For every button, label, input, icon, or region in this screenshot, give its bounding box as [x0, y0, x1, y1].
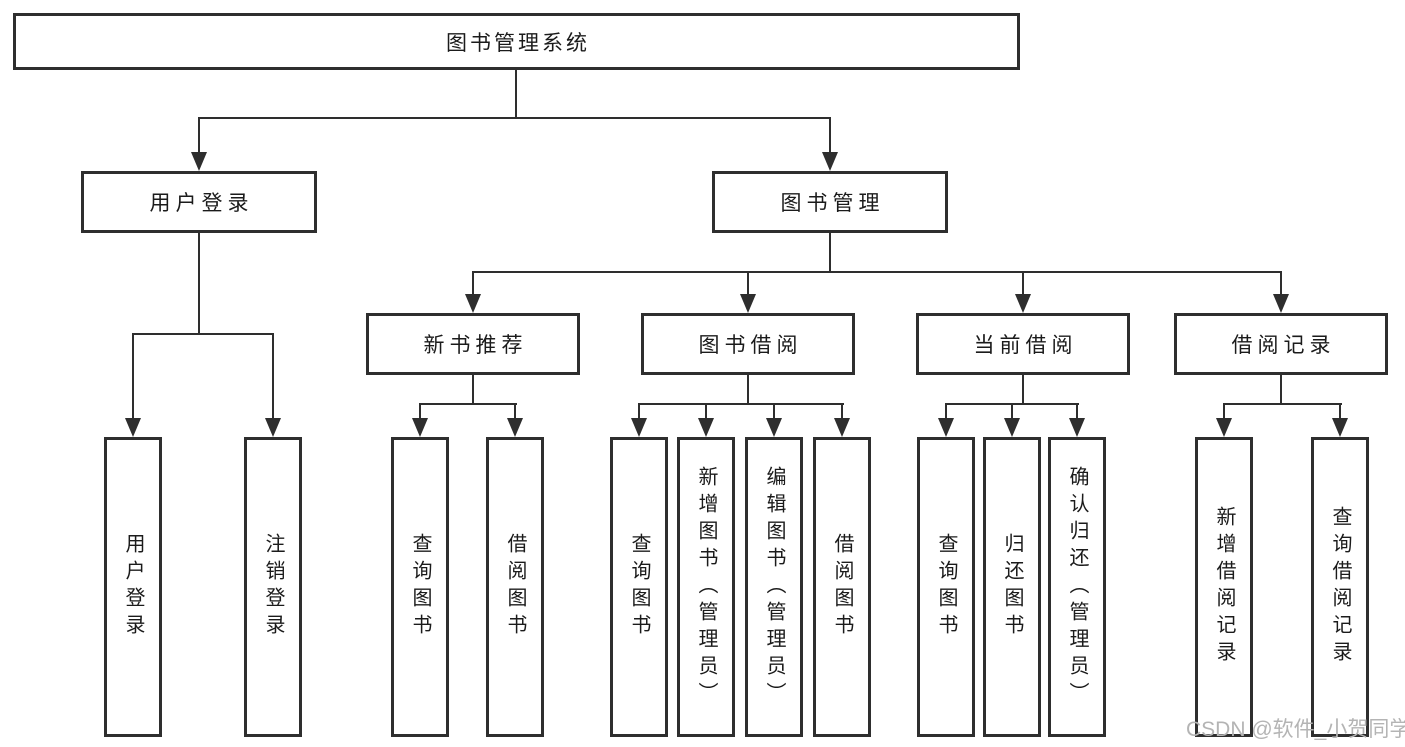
leaf-return-book: 归还图书: [983, 437, 1041, 737]
leaf-query-books-borrow: 查询图书: [610, 437, 668, 737]
connector-line: [132, 333, 274, 335]
leaf-borrow-books-recommend: 借阅图书: [486, 437, 544, 737]
arrow-down-icon: [125, 418, 141, 437]
connector-line: [198, 117, 200, 153]
connector-line: [1011, 403, 1013, 419]
arrow-down-icon: [465, 294, 481, 313]
connector-line: [472, 375, 474, 405]
arrow-down-icon: [1216, 418, 1232, 437]
connector-line: [1339, 403, 1341, 419]
leaf-borrow-books-borrow: 借阅图书: [813, 437, 871, 737]
connector-line: [1223, 403, 1342, 405]
connector-line: [945, 403, 947, 419]
arrow-down-icon: [740, 294, 756, 313]
leaf-confirm-return-admin: 确认归还（管理员）: [1048, 437, 1106, 737]
connector-line: [1280, 375, 1282, 405]
connector-line: [1280, 271, 1282, 295]
connector-line: [514, 403, 516, 419]
connector-line: [841, 403, 843, 419]
arrow-down-icon: [822, 152, 838, 171]
node-book-management: 图书管理: [712, 171, 948, 233]
node-borrow-records: 借阅记录: [1174, 313, 1388, 375]
connector-line: [829, 117, 831, 153]
leaf-logout: 注销登录: [244, 437, 302, 737]
node-user-login: 用户登录: [81, 171, 317, 233]
csdn-watermark: CSDN @软件_小贺同学: [1186, 718, 1405, 741]
connector-line: [272, 333, 274, 419]
connector-line: [419, 403, 517, 405]
connector-line: [829, 233, 831, 273]
connector-line: [638, 403, 844, 405]
leaf-edit-book-admin: 编辑图书（管理员）: [745, 437, 803, 737]
arrow-down-icon: [834, 418, 850, 437]
connector-line: [472, 271, 474, 295]
connector-line: [132, 333, 134, 419]
connector-line: [638, 403, 640, 419]
arrow-down-icon: [1273, 294, 1289, 313]
connector-line: [472, 271, 1282, 273]
node-library-system: 图书管理系统: [13, 13, 1020, 70]
arrow-down-icon: [698, 418, 714, 437]
arrow-down-icon: [766, 418, 782, 437]
arrow-down-icon: [1004, 418, 1020, 437]
arrow-down-icon: [191, 152, 207, 171]
leaf-query-books-current: 查询图书: [917, 437, 975, 737]
connector-line: [705, 403, 707, 419]
leaf-user-login: 用户登录: [104, 437, 162, 737]
connector-line: [1076, 403, 1078, 419]
node-book-borrow: 图书借阅: [641, 313, 855, 375]
arrow-down-icon: [631, 418, 647, 437]
connector-line: [1223, 403, 1225, 419]
connector-line: [1022, 271, 1024, 295]
arrow-down-icon: [412, 418, 428, 437]
connector-line: [747, 375, 749, 405]
leaf-query-books-recommend: 查询图书: [391, 437, 449, 737]
connector-line: [515, 70, 517, 118]
connector-line: [747, 271, 749, 295]
leaf-query-borrow-record: 查询借阅记录: [1311, 437, 1369, 737]
leaf-add-borrow-record: 新增借阅记录: [1195, 437, 1253, 737]
connector-line: [1022, 375, 1024, 405]
connector-line: [773, 403, 775, 419]
arrow-down-icon: [1069, 418, 1085, 437]
node-new-book-recommend: 新书推荐: [366, 313, 580, 375]
arrow-down-icon: [938, 418, 954, 437]
arrow-down-icon: [507, 418, 523, 437]
connector-line: [198, 233, 200, 335]
leaf-add-book-admin: 新增图书（管理员）: [677, 437, 735, 737]
connector-line: [198, 117, 831, 119]
arrow-down-icon: [1015, 294, 1031, 313]
arrow-down-icon: [265, 418, 281, 437]
connector-line: [419, 403, 421, 419]
arrow-down-icon: [1332, 418, 1348, 437]
node-current-borrow: 当前借阅: [916, 313, 1130, 375]
